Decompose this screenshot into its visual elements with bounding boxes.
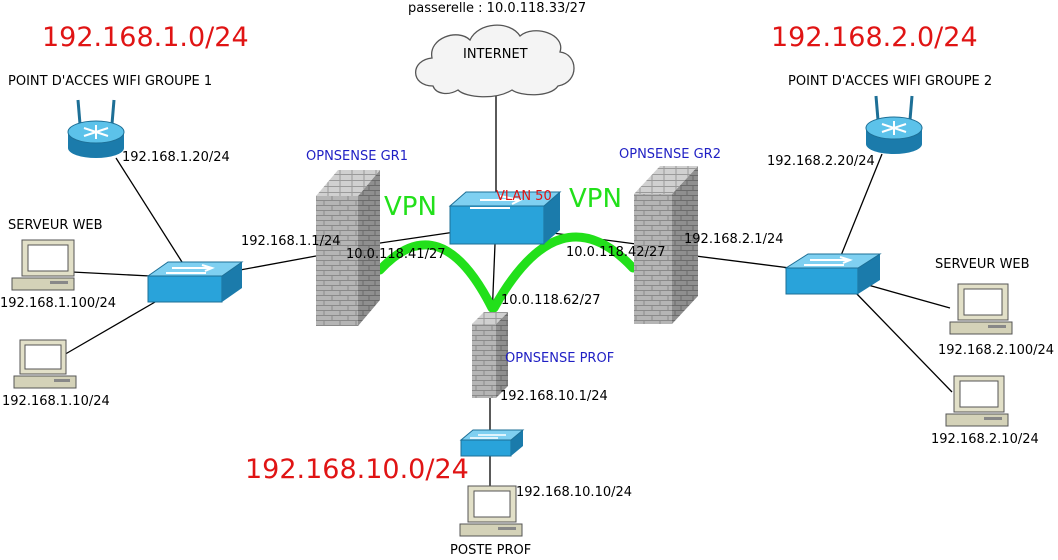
vpn-arc-left bbox=[375, 240, 497, 313]
switch-vlan50-icon bbox=[448, 191, 562, 245]
vpn-left-label: VPN bbox=[384, 192, 437, 222]
vpn-arc-right bbox=[489, 232, 638, 313]
link-switch1-pc1 bbox=[61, 297, 163, 357]
pc-prof-label: POSTE PROF bbox=[450, 543, 532, 558]
switch-gr1-icon bbox=[146, 261, 244, 303]
switch-prof-icon bbox=[459, 429, 525, 457]
prof-lan-ip: 192.168.10.1/24 bbox=[500, 389, 608, 404]
prof-wan-ip: 10.0.118.62/27 bbox=[501, 293, 601, 308]
vlan-label: VLAN 50 bbox=[496, 189, 552, 204]
pc-prof-ip: 192.168.10.10/24 bbox=[516, 485, 633, 500]
vpn-right-label: VPN bbox=[569, 184, 622, 214]
wifi-router-gr2-icon bbox=[865, 95, 923, 154]
web-gr2-label: SERVEUR WEB bbox=[935, 257, 1030, 272]
link-switch1-ap1 bbox=[115, 157, 183, 263]
subnet-gr1-label: 192.168.1.0/24 bbox=[42, 22, 249, 53]
web-gr1-ip: 192.168.1.100/24 bbox=[0, 296, 117, 311]
gr2-wan-ip: 10.0.118.42/27 bbox=[566, 245, 666, 260]
firewall-gr1-icon bbox=[316, 170, 380, 326]
cloud-icon bbox=[415, 24, 575, 98]
firewall-prof-label: OPNSENSE PROF bbox=[505, 351, 615, 366]
internet-label: INTERNET bbox=[463, 47, 528, 62]
computer-pc-prof-icon bbox=[459, 485, 523, 537]
wifi-router-gr1-icon bbox=[67, 99, 125, 158]
firewall-gr2-label: OPNSENSE GR2 bbox=[619, 147, 721, 162]
link-switch2-ap2 bbox=[839, 153, 883, 259]
link-switch2-pc2 bbox=[854, 291, 953, 393]
link-switch1-web1 bbox=[71, 271, 151, 277]
subnet-prof-label: 192.168.10.0/24 bbox=[245, 454, 469, 485]
ap-gr1-label: POINT D'ACCES WIFI GROUPE 1 bbox=[8, 74, 213, 89]
link-gr1-switch bbox=[239, 255, 317, 271]
switch-gr2-icon bbox=[784, 253, 882, 295]
firewall-gr1-label: OPNSENSE GR1 bbox=[306, 149, 408, 164]
computer-web-gr1-icon bbox=[11, 239, 75, 291]
ap-gr2-label: POINT D'ACCES WIFI GROUPE 2 bbox=[788, 74, 993, 89]
gateway-label: passerelle : 10.0.118.33/27 bbox=[408, 1, 587, 16]
computer-web-gr2-icon bbox=[949, 283, 1013, 335]
gr2-lan-ip: 192.168.2.1/24 bbox=[684, 232, 784, 247]
web-gr2-ip: 192.168.2.100/24 bbox=[938, 343, 1055, 358]
pc-gr2-ip: 192.168.2.10/24 bbox=[931, 432, 1039, 447]
network-links bbox=[61, 94, 953, 488]
ap-gr1-ip: 192.168.1.20/24 bbox=[122, 150, 230, 165]
gr1-wan-ip: 10.0.118.41/27 bbox=[346, 247, 446, 262]
pc-gr1-ip: 192.168.1.10/24 bbox=[2, 394, 110, 409]
web-gr1-label: SERVEUR WEB bbox=[8, 218, 103, 233]
ap-gr2-ip: 192.168.2.20/24 bbox=[767, 154, 875, 169]
link-switch2-web2 bbox=[867, 284, 951, 309]
subnet-gr2-label: 192.168.2.0/24 bbox=[771, 22, 978, 53]
vpn-tunnels bbox=[375, 232, 638, 313]
computer-pc-gr2-icon bbox=[945, 375, 1009, 427]
gr1-lan-ip: 192.168.1.1/24 bbox=[241, 234, 341, 249]
firewall-gr2-icon bbox=[634, 166, 698, 324]
firewall-prof-icon bbox=[472, 312, 508, 398]
computer-pc-gr1-icon bbox=[13, 339, 77, 389]
